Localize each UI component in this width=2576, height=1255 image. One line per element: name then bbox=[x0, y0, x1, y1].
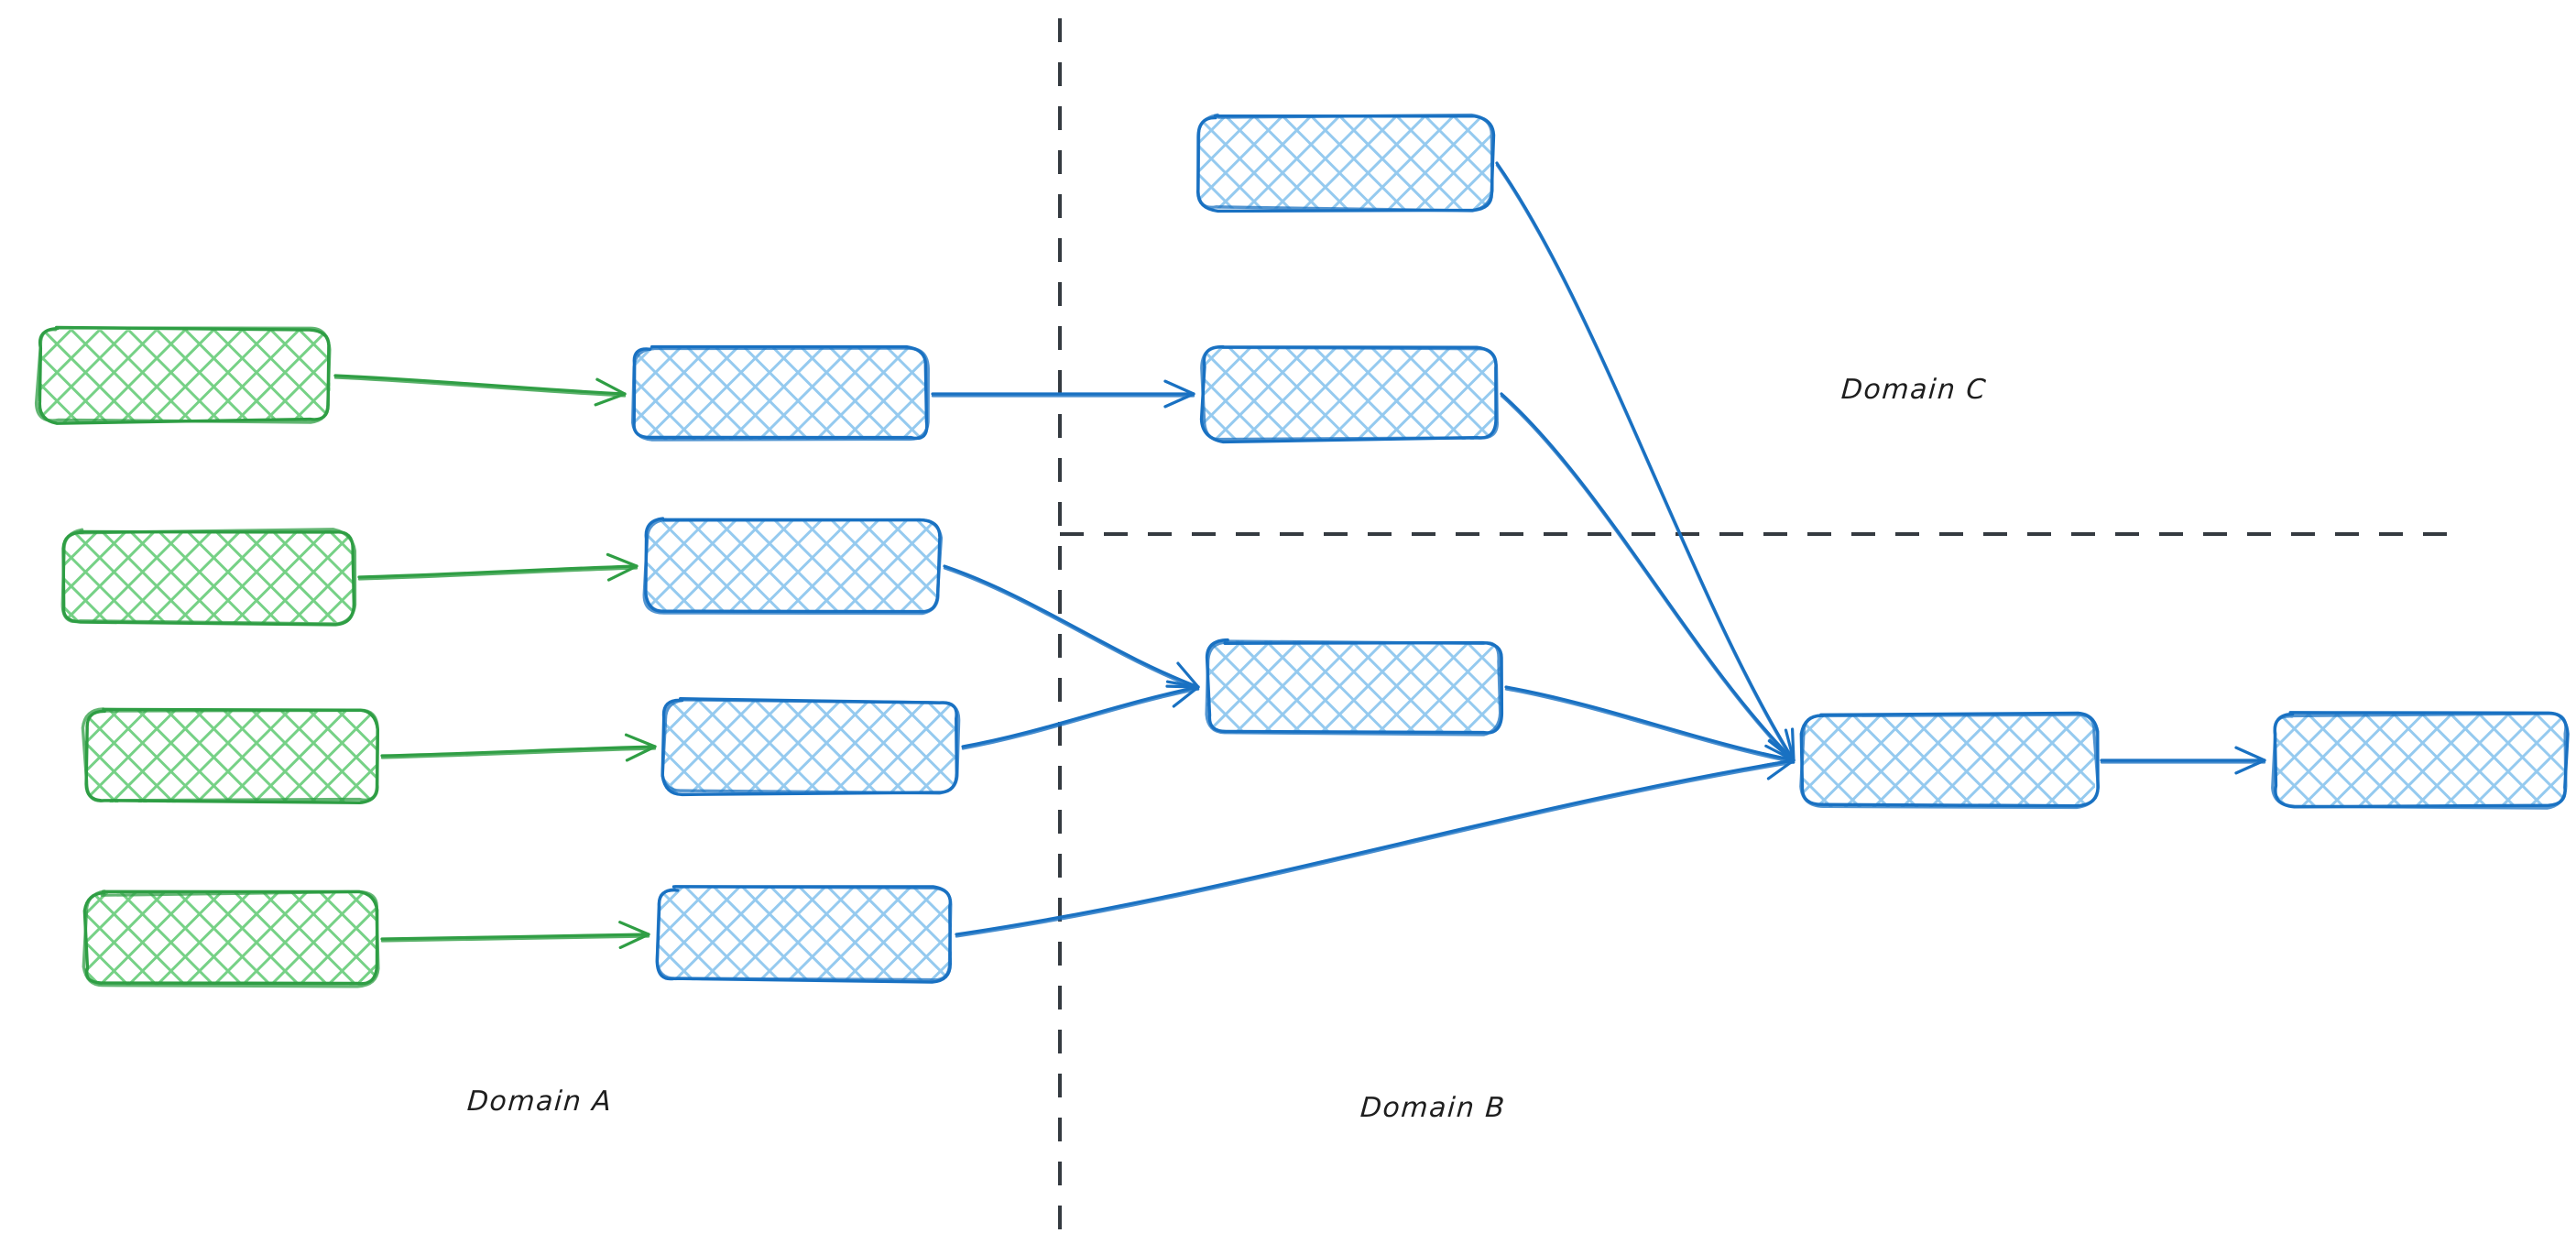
edge-shaft bbox=[380, 745, 657, 758]
edge-shaft bbox=[357, 564, 639, 579]
dividers-layer bbox=[1058, 18, 2464, 1241]
edge-a1-b1[interactable] bbox=[333, 374, 627, 407]
node-outline bbox=[60, 528, 357, 626]
edge-arrowhead bbox=[618, 933, 650, 949]
node-fill bbox=[83, 891, 378, 986]
node-outline bbox=[81, 707, 379, 802]
edge-arrowhead bbox=[1165, 680, 1200, 689]
node-outline bbox=[1200, 345, 1499, 442]
edge-arrowhead bbox=[1767, 739, 1796, 762]
node-outline bbox=[630, 346, 930, 442]
node-outline bbox=[1799, 713, 2101, 810]
node-outline bbox=[1205, 638, 1504, 735]
node-fill bbox=[62, 529, 355, 624]
edge-arrowhead bbox=[1784, 728, 1796, 762]
edge-shaft bbox=[955, 761, 1796, 938]
node-fill bbox=[2274, 713, 2569, 807]
node-b1[interactable] bbox=[630, 344, 930, 442]
edge-shaft bbox=[333, 376, 627, 398]
node-outline bbox=[642, 518, 944, 616]
node-e1[interactable] bbox=[2271, 711, 2570, 810]
edge-shaft bbox=[1500, 395, 1796, 764]
edge-shaft bbox=[1504, 685, 1796, 762]
edge-shaft bbox=[380, 748, 657, 759]
nodes-layer bbox=[34, 113, 2570, 988]
node-a4[interactable] bbox=[82, 889, 380, 988]
edge-shaft bbox=[961, 688, 1200, 750]
edge-shaft bbox=[943, 567, 1200, 691]
edge-arrowhead bbox=[1172, 685, 1200, 708]
edge-arrowhead bbox=[2234, 758, 2266, 775]
edge-b2-c3[interactable] bbox=[943, 564, 1200, 691]
edge-arrowhead bbox=[606, 552, 639, 568]
node-fill bbox=[663, 699, 958, 793]
node-outline bbox=[1205, 639, 1502, 737]
node-c3[interactable] bbox=[1205, 638, 1504, 737]
node-fill bbox=[84, 708, 378, 803]
edge-shaft bbox=[357, 567, 639, 581]
edge-c3-d1[interactable] bbox=[1504, 685, 1796, 768]
node-fill bbox=[1802, 713, 2096, 808]
node-c1[interactable] bbox=[1196, 113, 1496, 213]
edge-shaft bbox=[1495, 161, 1796, 762]
label-domain-a: Domain A bbox=[465, 1086, 614, 1118]
node-d1[interactable] bbox=[1799, 711, 2101, 810]
edge-arrowhead bbox=[1761, 758, 1796, 768]
edge-arrowhead bbox=[2234, 746, 2266, 762]
edge-shaft bbox=[380, 935, 650, 943]
edge-a4-b4[interactable] bbox=[380, 921, 650, 949]
edge-arrowhead bbox=[594, 392, 627, 407]
edge-shaft bbox=[943, 564, 1200, 689]
edge-arrowhead bbox=[595, 377, 627, 396]
node-fill bbox=[657, 888, 953, 981]
node-c2[interactable] bbox=[1199, 344, 1499, 444]
node-fill bbox=[1206, 640, 1501, 734]
label-domain-c: Domain C bbox=[1839, 374, 1989, 406]
node-outline bbox=[2271, 712, 2568, 810]
node-fill bbox=[1197, 116, 1493, 209]
node-outline bbox=[82, 889, 380, 988]
node-b2[interactable] bbox=[642, 517, 944, 616]
node-a2[interactable] bbox=[60, 528, 357, 627]
node-fill bbox=[1203, 346, 1497, 441]
edge-shaft bbox=[1495, 164, 1796, 764]
edge-shaft bbox=[1500, 392, 1796, 762]
edge-c1-d1[interactable] bbox=[1495, 161, 1796, 764]
edge-shaft bbox=[380, 933, 650, 941]
edge-d1-e1[interactable] bbox=[2100, 746, 2266, 775]
node-outline bbox=[660, 698, 961, 795]
node-a1[interactable] bbox=[34, 325, 332, 425]
node-b3[interactable] bbox=[660, 697, 961, 797]
edge-b4-d1[interactable] bbox=[955, 752, 1796, 938]
edge-c2-d1[interactable] bbox=[1500, 392, 1796, 764]
node-fill bbox=[633, 347, 928, 441]
edge-shaft bbox=[955, 758, 1796, 936]
node-outline bbox=[1196, 113, 1494, 213]
edge-arrowhead bbox=[1176, 661, 1200, 689]
edge-a3-b3[interactable] bbox=[380, 733, 657, 762]
edge-arrowhead bbox=[1163, 379, 1195, 396]
edge-arrowhead bbox=[606, 564, 639, 582]
edge-arrowhead bbox=[618, 921, 650, 936]
edge-arrowhead bbox=[1163, 392, 1195, 409]
node-fill bbox=[645, 519, 939, 613]
edge-shaft bbox=[333, 374, 627, 396]
edge-b1-c2[interactable] bbox=[931, 379, 1195, 409]
node-a3[interactable] bbox=[81, 707, 379, 805]
edge-shaft bbox=[1504, 688, 1796, 764]
edge-b3-c3[interactable] bbox=[961, 680, 1200, 750]
edge-a2-b2[interactable] bbox=[357, 552, 639, 582]
node-b4[interactable] bbox=[655, 885, 953, 984]
edge-shaft bbox=[961, 685, 1200, 748]
node-outline bbox=[34, 326, 332, 424]
node-outline bbox=[655, 885, 953, 982]
node-fill bbox=[38, 330, 331, 422]
edge-arrowhead bbox=[625, 745, 657, 762]
label-domain-b: Domain B bbox=[1359, 1092, 1507, 1124]
edge-arrowhead bbox=[624, 733, 657, 748]
edges-layer bbox=[333, 161, 2266, 949]
edge-arrowhead bbox=[1766, 758, 1796, 780]
